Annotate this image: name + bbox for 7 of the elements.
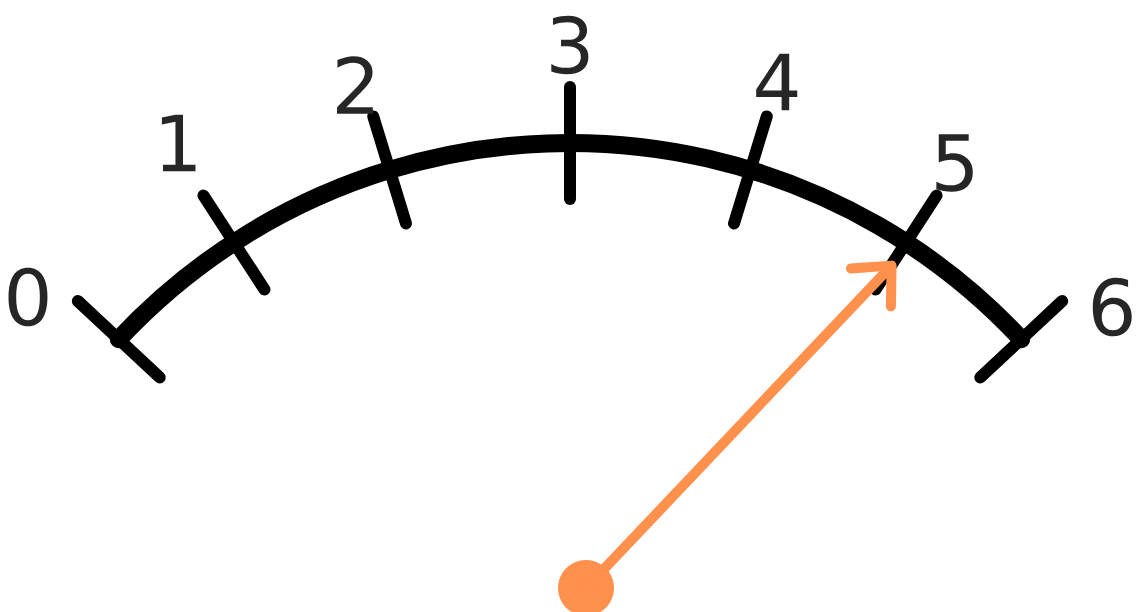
scale-number: 3 <box>551 15 589 75</box>
scale-number: 1 <box>161 114 196 172</box>
scale-number: 0 <box>8 267 48 327</box>
scale-number: 6 <box>1092 277 1132 337</box>
scale-number: 2 <box>337 56 373 114</box>
scale-number: 5 <box>936 134 973 192</box>
scale-number: 4 <box>756 53 798 111</box>
